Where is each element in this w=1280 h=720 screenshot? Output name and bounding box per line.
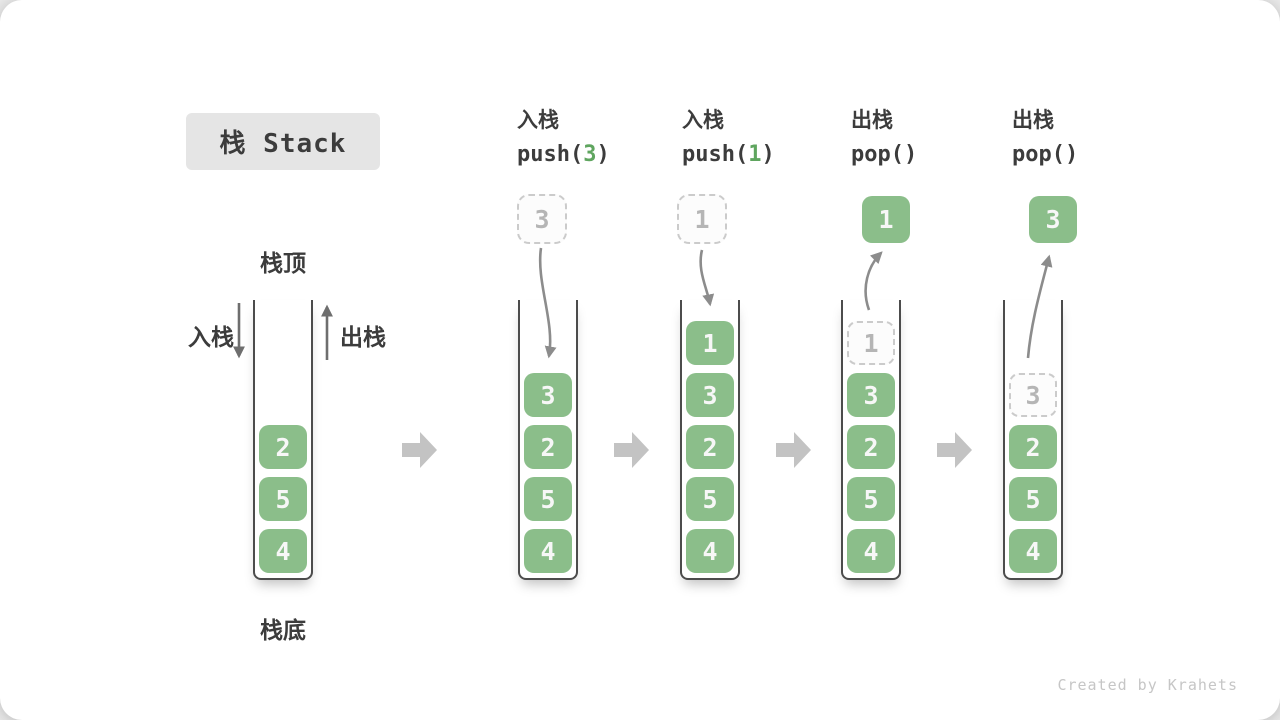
op-name-push-3: 入栈 <box>517 108 559 132</box>
stack-cell-ghost-pop-2-3: 3 <box>1009 373 1057 417</box>
op-code-push-1: push(1) <box>682 142 775 167</box>
stack-bottom-label: 栈底 <box>260 617 306 643</box>
stack-cell-push-1-4: 4 <box>686 529 734 573</box>
stack-cell-initial-2: 2 <box>259 425 307 469</box>
diagram-title: 栈 Stack <box>186 113 380 170</box>
stack-cell-push-3-3: 3 <box>524 373 572 417</box>
stack-cell-push-3-4: 4 <box>524 529 572 573</box>
watermark: Created by Krahets <box>1057 676 1238 694</box>
op-label-push-3: 入栈 push(3) <box>517 104 610 167</box>
stack-cell-initial-4: 4 <box>259 529 307 573</box>
op-code-pop-2: pop() <box>1012 142 1079 167</box>
floating-value-box-push-1: 1 <box>677 194 727 244</box>
push-direction-label: 入栈 <box>188 324 234 350</box>
floating-value-box-pop-1: 1 <box>862 196 910 243</box>
stack-cell-push-1-2: 2 <box>686 425 734 469</box>
stack-cell-pop-2-5: 5 <box>1009 477 1057 521</box>
floating-value-box-pop-2: 3 <box>1029 196 1077 243</box>
stack-cell-push-1-5: 5 <box>686 477 734 521</box>
stack-cell-push-3-5: 5 <box>524 477 572 521</box>
stack-cell-initial-5: 5 <box>259 477 307 521</box>
op-label-push-1: 入栈 push(1) <box>682 104 775 167</box>
stack-cell-ghost-pop-1-1: 1 <box>847 321 895 365</box>
stack-cell-pop-2-2: 2 <box>1009 425 1057 469</box>
stack-cell-push-3-2: 2 <box>524 425 572 469</box>
step-arrow-2 <box>614 432 649 468</box>
stack-cell-push-1-3: 3 <box>686 373 734 417</box>
op-label-pop-1: 出栈 pop() <box>851 104 917 167</box>
step-arrow-4 <box>937 432 972 468</box>
op-name-pop-1: 出栈 <box>851 108 893 132</box>
pop-direction-label: 出栈 <box>340 324 386 350</box>
op-name-push-1: 入栈 <box>682 108 724 132</box>
push-1-arrow <box>699 249 715 307</box>
op-name-pop-2: 出栈 <box>1012 108 1054 132</box>
stack-cell-pop-1-5: 5 <box>847 477 895 521</box>
stack-cell-pop-2-4: 4 <box>1009 529 1057 573</box>
stack-top-label: 栈顶 <box>260 250 306 276</box>
op-label-pop-2: 出栈 pop() <box>1012 104 1078 167</box>
op-code-push-3: push(3) <box>517 142 610 167</box>
step-arrow-1 <box>402 432 437 468</box>
op-code-arg-push-3: 3 <box>583 142 597 167</box>
stack-cell-push-1-1: 1 <box>686 321 734 365</box>
stack-cell-pop-1-2: 2 <box>847 425 895 469</box>
stack-cell-pop-1-4: 4 <box>847 529 895 573</box>
floating-value-box-push-3: 3 <box>517 194 567 244</box>
op-code-pop-1: pop() <box>851 142 918 167</box>
step-arrow-3 <box>776 432 811 468</box>
stack-cell-pop-1-3: 3 <box>847 373 895 417</box>
op-code-arg-push-1: 1 <box>748 142 762 167</box>
